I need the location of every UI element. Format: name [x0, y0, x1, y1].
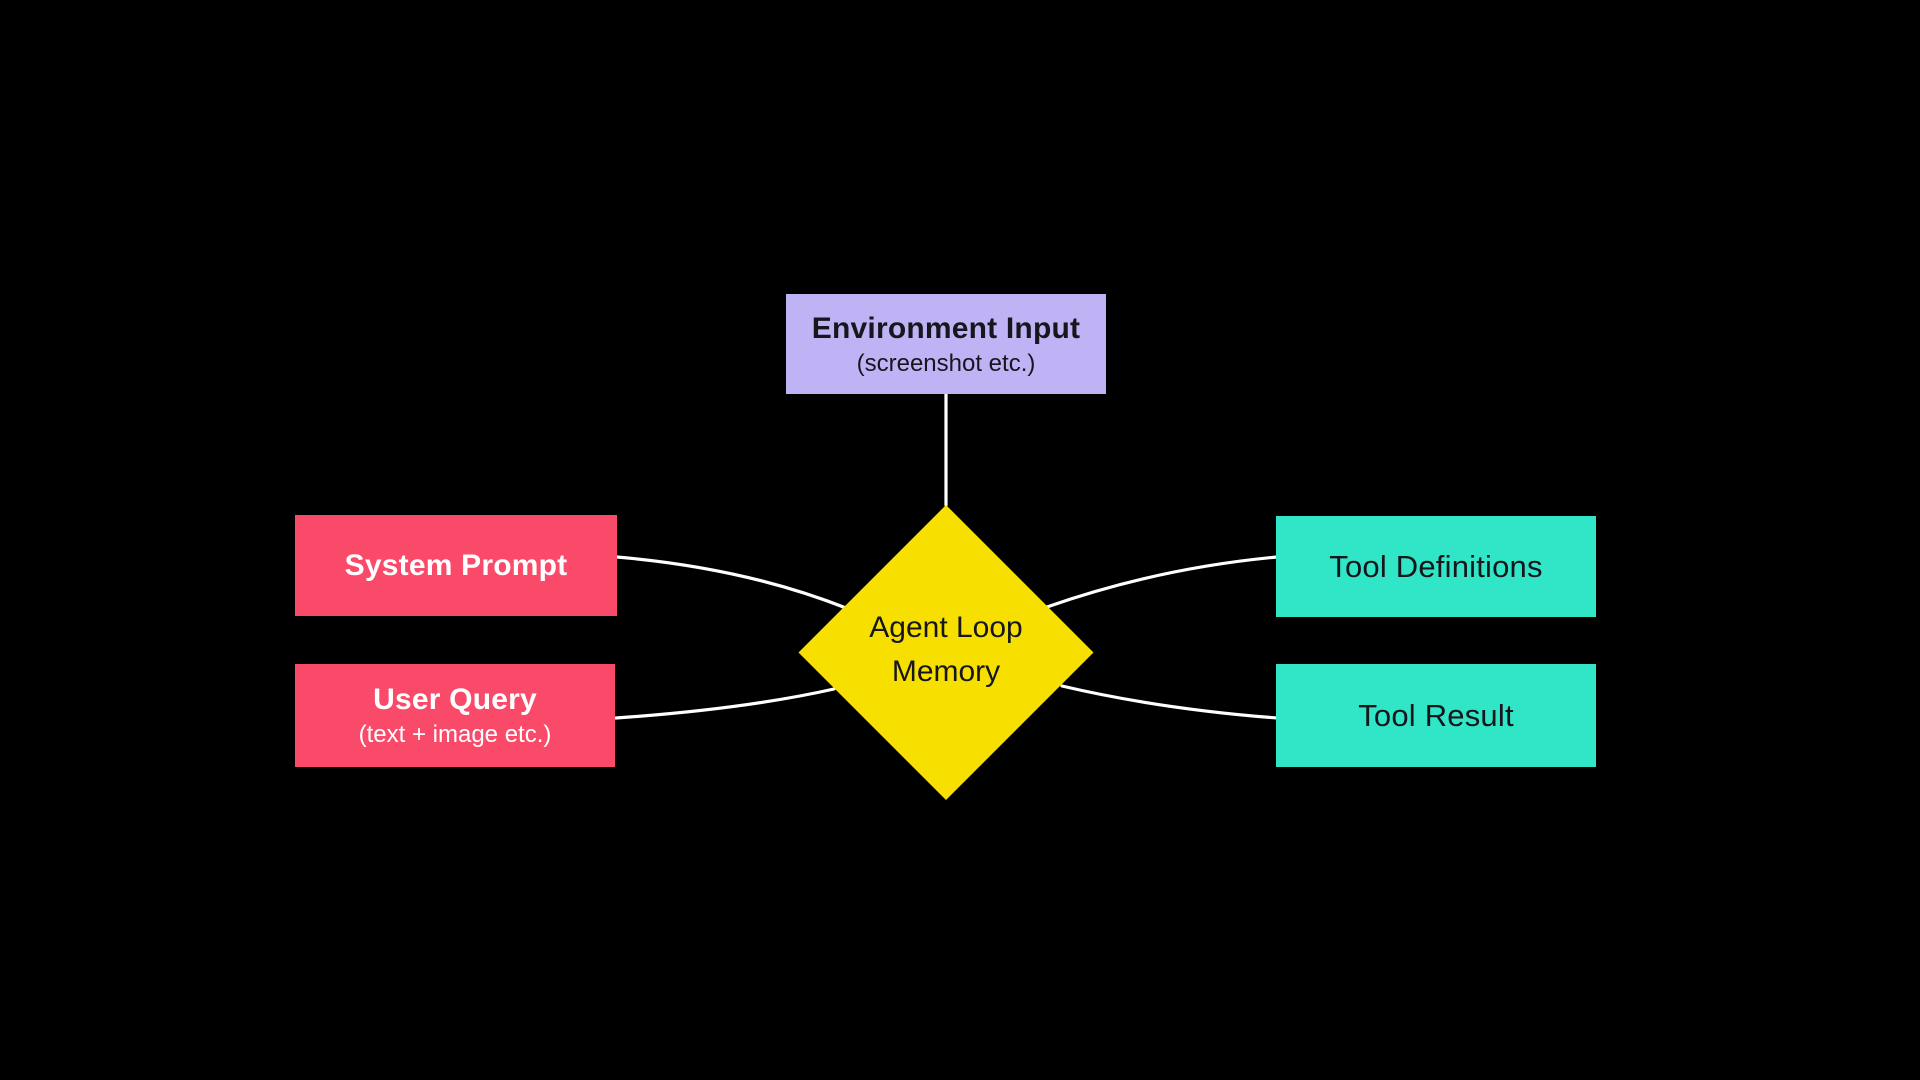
environment-input-subtitle: (screenshot etc.)	[856, 349, 1036, 377]
node-environment-input: Environment Input (screenshot etc.)	[786, 294, 1106, 394]
system-prompt-title: System Prompt	[344, 548, 568, 582]
connector-loop-to-tool-result	[1060, 684, 1279, 720]
agent-loop-memory-line1: Agent Loop	[869, 611, 1023, 644]
connector-loop-to-tool-definitions	[1045, 555, 1279, 609]
tool-result-title: Tool Result	[1358, 697, 1514, 733]
user-query-subtitle: (text + image etc.)	[358, 721, 552, 749]
connector-system-prompt-to-loop	[615, 555, 848, 610]
node-system-prompt: System Prompt	[295, 515, 617, 616]
agent-loop-memory-line2: Memory	[891, 655, 1001, 688]
node-user-query: User Query (text + image etc.)	[295, 664, 615, 767]
environment-input-title: Environment Input	[811, 311, 1081, 345]
connector-user-query-to-loop	[614, 687, 836, 720]
node-tool-result: Tool Result	[1276, 664, 1596, 767]
agent-loop-memory-label: Agent Loop Memory	[821, 606, 1071, 694]
user-query-title: User Query	[373, 683, 537, 717]
agent-loop-memory-diamond	[798, 505, 1094, 800]
tool-definitions-title: Tool Definitions	[1329, 548, 1543, 584]
node-tool-definitions: Tool Definitions	[1276, 516, 1596, 617]
